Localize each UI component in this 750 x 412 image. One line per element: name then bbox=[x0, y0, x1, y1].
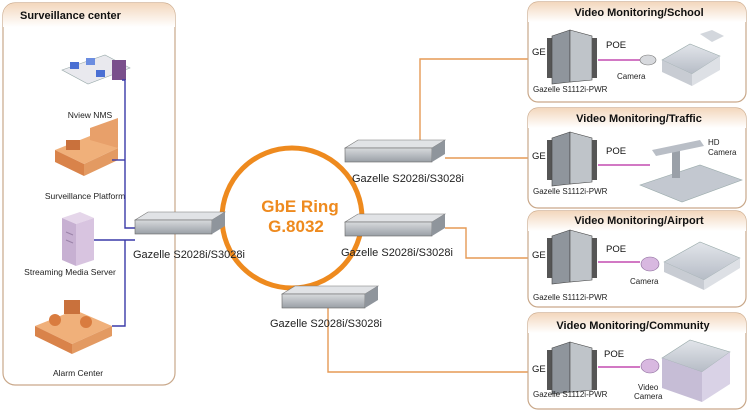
site-traffic-title: Video Monitoring/Traffic bbox=[576, 113, 702, 125]
access-switch-community bbox=[547, 341, 597, 395]
alarm-center-icon bbox=[35, 300, 112, 354]
gbe-ring: GbE Ring G.8032 bbox=[219, 145, 365, 291]
site-traffic-camera-1: HD bbox=[708, 138, 720, 147]
streaming-server-label: Streaming Media Server bbox=[24, 267, 116, 277]
site-panel-community: Video Monitoring/Community GE POE Video … bbox=[527, 312, 747, 410]
site-community-poe: POE bbox=[604, 349, 624, 360]
core-switch-left-label: Gazelle S2028i/S3028i bbox=[133, 249, 245, 261]
site-school-ge: GE bbox=[532, 47, 546, 58]
site-school-camera: Camera bbox=[617, 72, 646, 81]
camera-icon-community bbox=[640, 358, 660, 374]
site-airport-title: Video Monitoring/Airport bbox=[574, 215, 704, 227]
surveillance-center-title: Surveillance center bbox=[20, 10, 122, 22]
access-switch-traffic bbox=[547, 131, 597, 187]
site-community-camera-1: Video bbox=[638, 383, 659, 392]
site-school-title: Video Monitoring/School bbox=[574, 7, 703, 19]
core-switch-bottom-label: Gazelle S2028i/S3028i bbox=[270, 318, 382, 330]
site-airport-switch: Gazelle S1112i-PWR bbox=[533, 293, 608, 302]
camera-icon-school bbox=[639, 54, 657, 66]
school-building-icon bbox=[661, 30, 724, 86]
ring-protocol: G.8032 bbox=[268, 217, 324, 236]
alarm-center-label: Alarm Center bbox=[53, 368, 103, 378]
site-community-ge: GE bbox=[532, 364, 546, 375]
core-switch-right-label: Gazelle S2028i/S3028i bbox=[341, 247, 453, 259]
surveillance-center-panel: Surveillance center Nview NMS Surveillan… bbox=[2, 2, 176, 386]
airport-terminal-icon bbox=[663, 241, 741, 290]
site-school-poe: POE bbox=[606, 40, 626, 51]
site-panel-school: Video Monitoring/School GE POE Camera Ga… bbox=[527, 1, 747, 103]
camera-icon-airport bbox=[640, 256, 660, 272]
site-community-camera-2: Camera bbox=[634, 392, 663, 401]
site-traffic-poe: POE bbox=[606, 146, 626, 157]
site-school-switch: Gazelle S1112i-PWR bbox=[533, 85, 608, 94]
site-community-switch: Gazelle S1112i-PWR bbox=[533, 390, 608, 399]
site-airport-ge: GE bbox=[532, 250, 546, 261]
ring-title: GbE Ring bbox=[261, 197, 338, 216]
core-switch-left bbox=[133, 211, 227, 235]
core-switch-top-label: Gazelle S2028i/S3028i bbox=[352, 173, 464, 185]
access-switch-airport bbox=[547, 229, 597, 285]
surveillance-platform-label: Surveillance Platform bbox=[45, 191, 125, 201]
community-building-icon bbox=[661, 339, 731, 402]
site-traffic-ge: GE bbox=[532, 151, 546, 162]
surveillance-platform-icon bbox=[55, 118, 118, 176]
traffic-road-icon bbox=[639, 140, 743, 203]
site-airport-poe: POE bbox=[606, 244, 626, 255]
nview-nms-label: Nview NMS bbox=[68, 110, 113, 120]
site-traffic-camera-2: Camera bbox=[708, 148, 737, 157]
site-airport-camera: Camera bbox=[630, 277, 659, 286]
core-switch-bottom bbox=[280, 285, 380, 309]
access-switch-school bbox=[547, 29, 597, 85]
site-community-title: Video Monitoring/Community bbox=[556, 320, 710, 332]
site-panel-traffic: Video Monitoring/Traffic GE POE HD Camer… bbox=[527, 107, 747, 209]
streaming-server-icon bbox=[62, 212, 94, 266]
site-traffic-switch: Gazelle S1112i-PWR bbox=[533, 187, 608, 196]
core-switch-right bbox=[343, 213, 447, 237]
center-uplinks bbox=[94, 79, 135, 327]
site-panel-airport: Video Monitoring/Airport GE POE Camera G… bbox=[527, 210, 747, 308]
core-switch-top bbox=[343, 139, 447, 163]
nview-nms-icon bbox=[61, 54, 131, 85]
